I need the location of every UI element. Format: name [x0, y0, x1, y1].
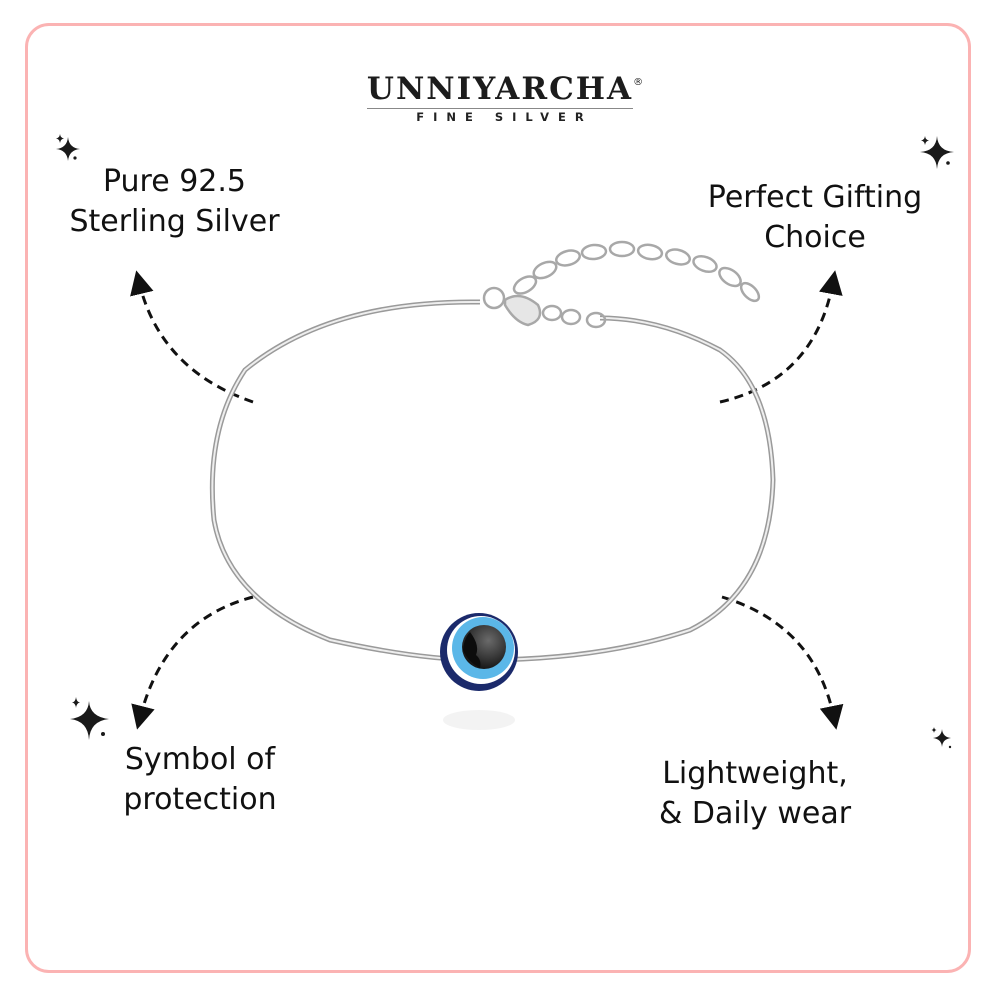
feature-line: Choice — [764, 220, 866, 255]
brand-name: UNNIYARCHA ® — [366, 71, 643, 109]
feature-gifting: Perfect Gifting Choice — [684, 178, 946, 258]
bracelet-chain — [209, 299, 776, 663]
brand-logo: UNNIYARCHA ® FINE SILVER — [0, 72, 1000, 124]
feature-line: Lightweight, — [662, 756, 848, 791]
evil-eye-charm — [440, 613, 518, 730]
sparkle-icon — [70, 697, 109, 740]
feature-daily-wear: Lightweight, & Daily wear — [640, 754, 870, 834]
sparkle-icon — [920, 136, 954, 169]
card-border — [25, 23, 971, 973]
feature-sterling-silver: Pure 92.5 Sterling Silver — [52, 162, 297, 242]
sparkle-icon — [56, 134, 80, 161]
bracelet-clasp — [482, 286, 607, 329]
registered-mark: ® — [633, 77, 646, 88]
feature-line: Pure 92.5 — [102, 164, 247, 199]
extender-chain — [512, 240, 761, 303]
brand-name-text: UNNIYARCHA — [366, 71, 634, 107]
feature-line: protection — [123, 782, 277, 817]
feature-line: Sterling Silver — [69, 204, 280, 239]
brand-tagline: FINE SILVER — [416, 110, 593, 124]
feature-line: Symbol of — [124, 742, 276, 777]
sparkle-icon — [931, 727, 952, 749]
feature-line: & Daily wear — [658, 796, 852, 831]
feature-line: Perfect Gifting — [707, 180, 923, 215]
feature-protection: Symbol of protection — [100, 740, 300, 820]
